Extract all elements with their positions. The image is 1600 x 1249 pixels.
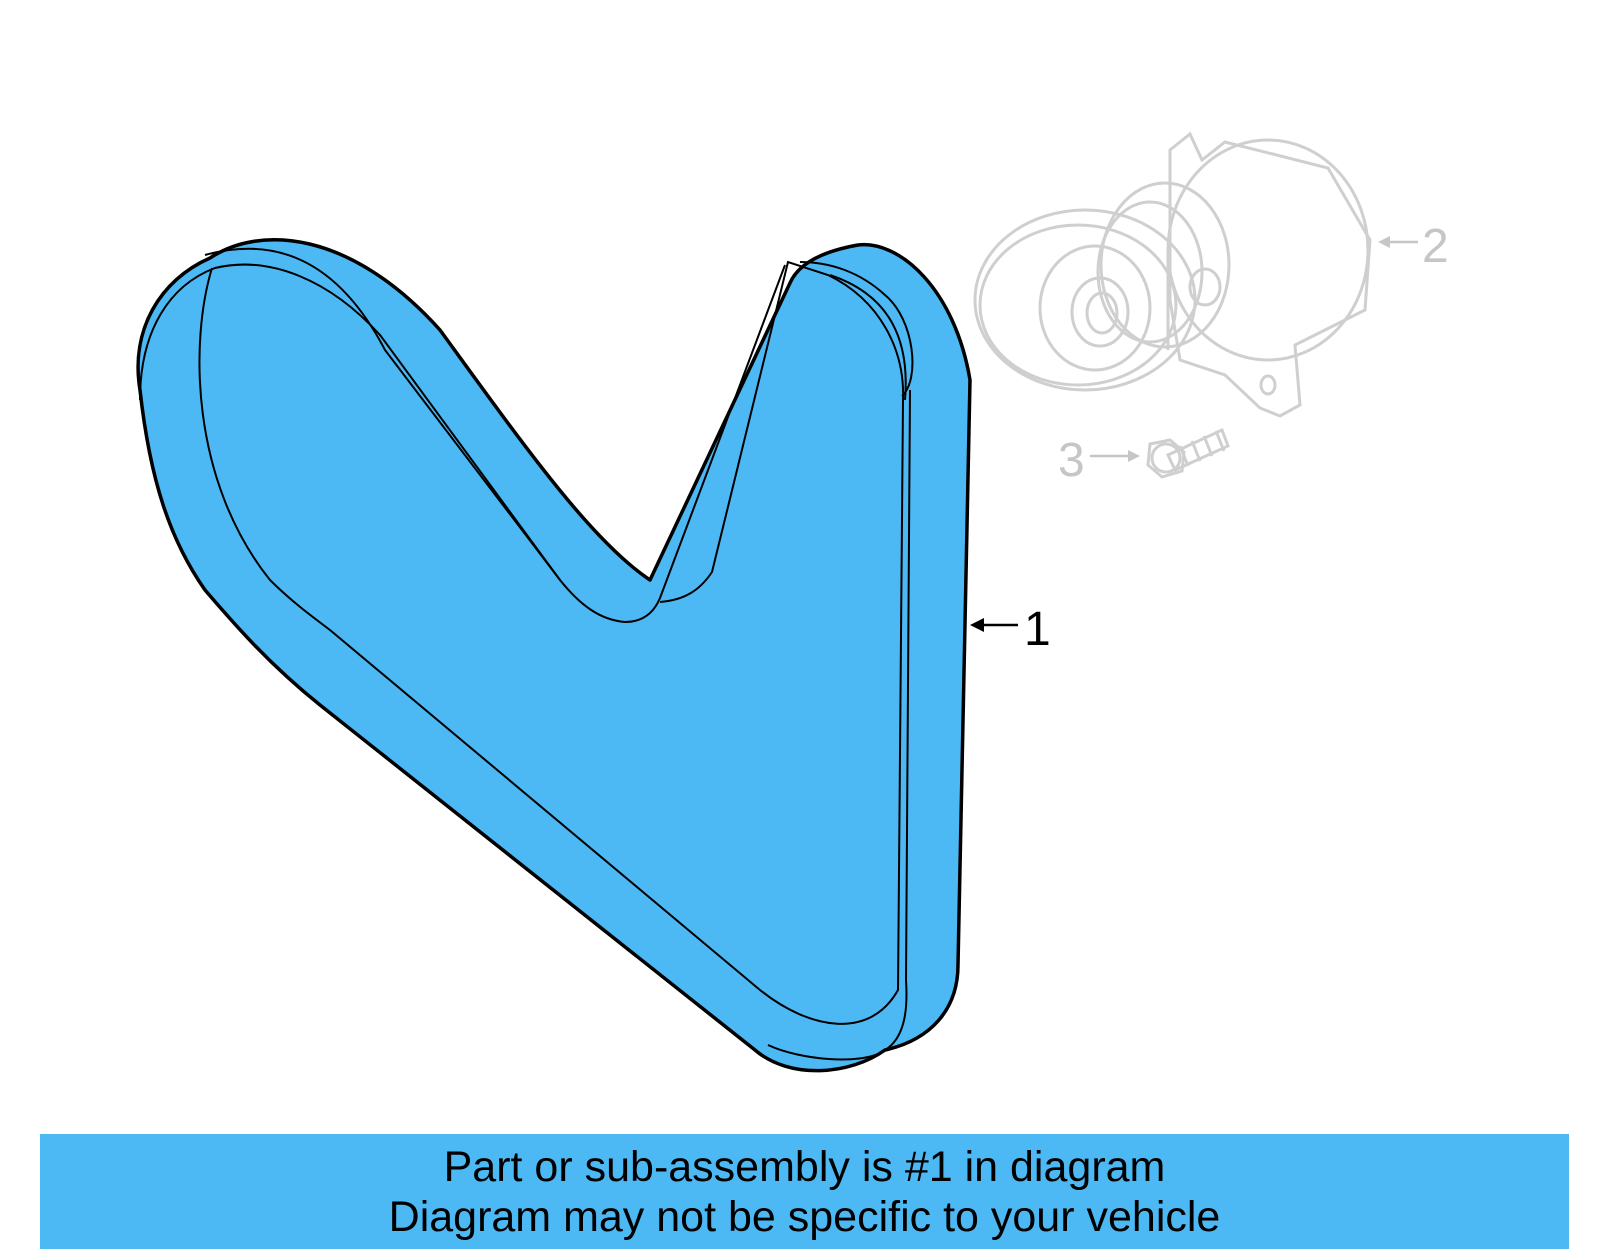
callout-3: 3 [1058, 434, 1140, 487]
bolt [1146, 427, 1230, 479]
callout-label-2: 2 [1422, 220, 1449, 273]
belt-outer-edge [136, 238, 972, 1073]
belt-inner-rim-left [139, 263, 786, 624]
belt-inner-face [198, 260, 905, 1025]
belt-inner-face-edge [799, 261, 914, 397]
belt-top-edge-left [204, 247, 561, 581]
serpentine-belt [136, 238, 972, 1073]
caption-banner: Part or sub-assembly is #1 in diagram Di… [40, 1134, 1569, 1249]
callout-1: 1 [970, 603, 1051, 656]
belt-right-rim [829, 274, 907, 401]
caption-part-note: Part or sub-assembly is #1 in diagram [443, 1142, 1166, 1191]
tensioner-assembly [973, 131, 1372, 418]
callout-label-3: 3 [1058, 434, 1085, 487]
belt-bottom-rim [767, 389, 911, 1061]
caption-disclaimer: Diagram may not be specific to your vehi… [388, 1192, 1221, 1241]
callout-2: 2 [1378, 220, 1449, 273]
callout-label-1: 1 [1024, 603, 1051, 656]
